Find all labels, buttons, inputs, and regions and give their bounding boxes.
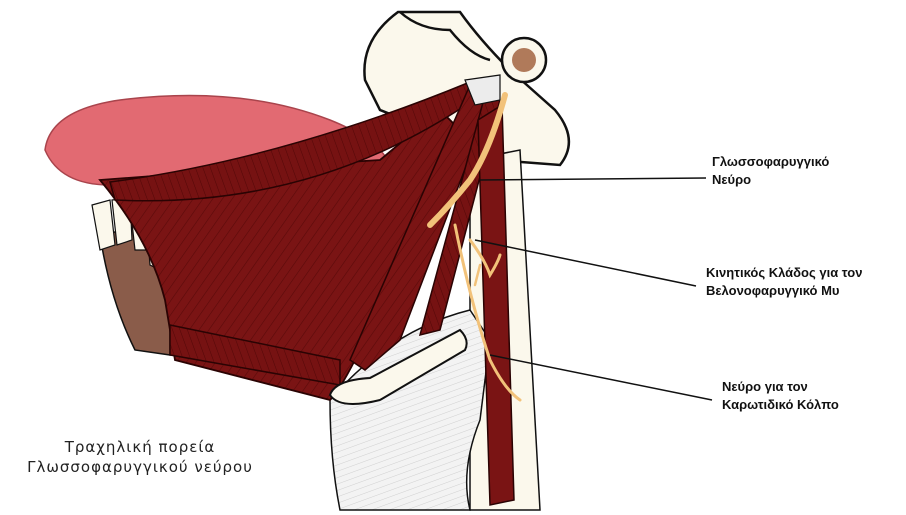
tooth-1 bbox=[92, 200, 115, 250]
label-glossopharyngeal-line2: Νεύρο bbox=[712, 171, 829, 189]
label-carotid-sinus-line2: Καρωτιδικό Κόλπο bbox=[722, 396, 839, 414]
caption-line2: Γλωσσοφαρυγγικού νεύρου bbox=[10, 457, 270, 477]
label-motor-branch-line1: Κινητικός Κλάδος για τον bbox=[706, 264, 862, 282]
label-glossopharyngeal-line1: Γλωσσοφαρυγγικό bbox=[712, 153, 829, 171]
mastoid-center bbox=[512, 48, 536, 72]
figure-caption: Τραχηλική πορεία Γλωσσοφαρυγγικού νεύρου bbox=[10, 437, 270, 477]
label-carotid-sinus: Νεύρο για τον Καρωτιδικό Κόλπο bbox=[722, 378, 839, 414]
label-motor-branch-line2: Βελονοφαρυγγικό Μυ bbox=[706, 282, 862, 300]
label-motor-branch: Κινητικός Κλάδος για τον Βελονοφαρυγγικό… bbox=[706, 264, 862, 300]
label-carotid-sinus-line1: Νεύρο για τον bbox=[722, 378, 839, 396]
label-glossopharyngeal-nerve: Γλωσσοφαρυγγικό Νεύρο bbox=[712, 153, 829, 189]
caption-line1: Τραχηλική πορεία bbox=[10, 437, 270, 457]
